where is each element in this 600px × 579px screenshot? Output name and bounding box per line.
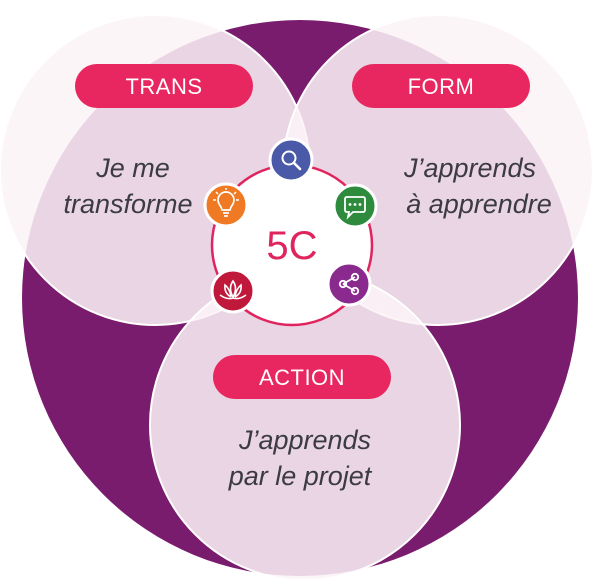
form-pill-label: FORM [408,74,475,99]
form-desc-line-1: J’apprends [403,153,536,183]
trans-desc-line-2: transforme [63,189,192,219]
trans-desc-line-1: Je me [95,153,170,183]
search-icon [268,137,314,183]
chat-icon [332,183,378,229]
form-pill: FORM [352,64,530,108]
action-desc-line-2: par le projet [228,461,373,491]
share-icon [326,261,372,307]
action-desc-line-1: J’apprends [238,425,371,455]
trans-pill: TRANS [75,64,253,108]
action-pill: ACTION [213,355,391,399]
trans-pill-label: TRANS [125,74,202,99]
lightbulb-icon [203,182,249,228]
action-pill-label: ACTION [259,365,345,390]
lotus-icon [210,268,256,314]
center-label: 5C [266,224,317,268]
form-desc-line-2: à apprendre [406,189,552,219]
